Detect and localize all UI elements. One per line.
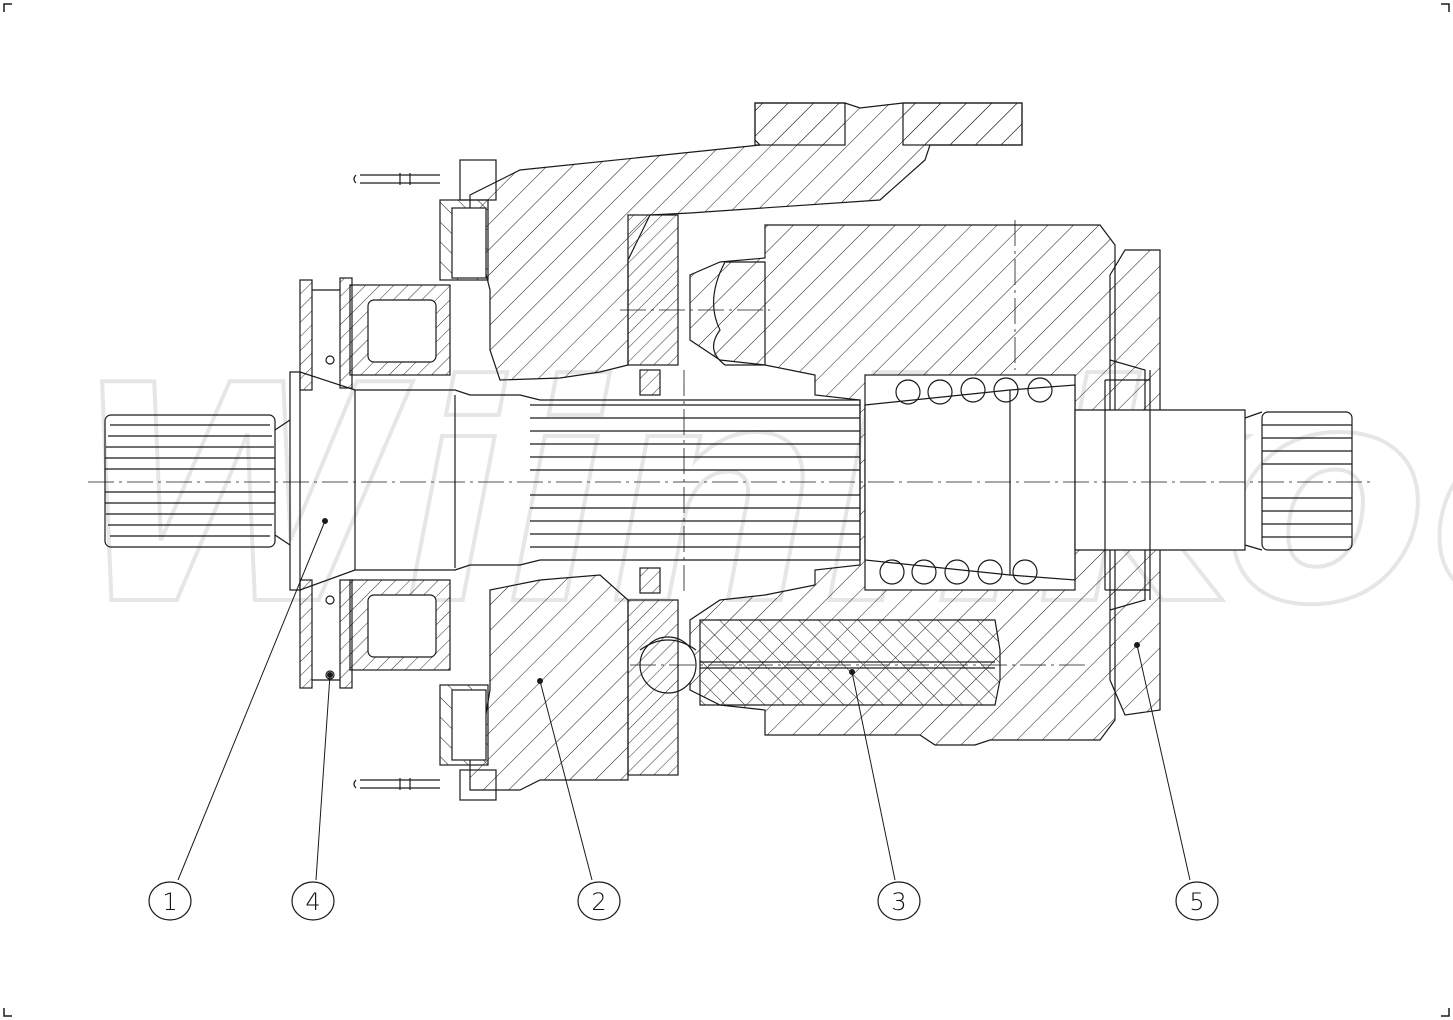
upper-piston-bore <box>712 261 766 366</box>
retaining-ring-upper-b <box>339 277 353 389</box>
leader-lines <box>177 518 1191 881</box>
balloon-3: 3 <box>877 881 921 921</box>
center-lines <box>88 220 1370 666</box>
o-ring-lower <box>325 595 335 605</box>
o-ring-upper <box>325 355 335 365</box>
balloon-1: 1 <box>148 881 192 921</box>
spring-coils-lower <box>879 559 1038 585</box>
spring-coils-upper <box>895 377 1053 405</box>
internal-spline <box>530 404 860 548</box>
lower-housing <box>469 574 629 791</box>
balloon-label-1: 1 <box>162 888 177 916</box>
balloon-5: 5 <box>1175 881 1219 921</box>
shaft-seal-lower <box>639 567 661 594</box>
top-flange-block-right <box>902 102 1023 146</box>
upper-bolt <box>353 159 497 201</box>
output-shaft <box>1074 409 1246 551</box>
top-flange-block-left <box>754 102 846 146</box>
retaining-ring-lower-a <box>299 579 313 689</box>
swash-plate-lower <box>627 599 679 776</box>
balloon-label-2: 2 <box>591 888 606 916</box>
right-spline <box>1244 411 1353 551</box>
shaft-seal-upper <box>639 369 661 396</box>
balloon-label-3: 3 <box>891 888 906 916</box>
retaining-ring-lower-b <box>339 579 353 689</box>
balloon-2: 2 <box>577 881 621 921</box>
balloon-label-5: 5 <box>1189 888 1204 916</box>
balloon-label-4: 4 <box>305 888 320 916</box>
swash-plate-upper <box>627 214 679 366</box>
corner-marks <box>3 3 1450 1017</box>
balloon-4: 4 <box>291 881 335 921</box>
retaining-ring-upper-a <box>299 279 313 391</box>
lower-bolt <box>353 769 497 801</box>
left-spline <box>104 414 291 548</box>
